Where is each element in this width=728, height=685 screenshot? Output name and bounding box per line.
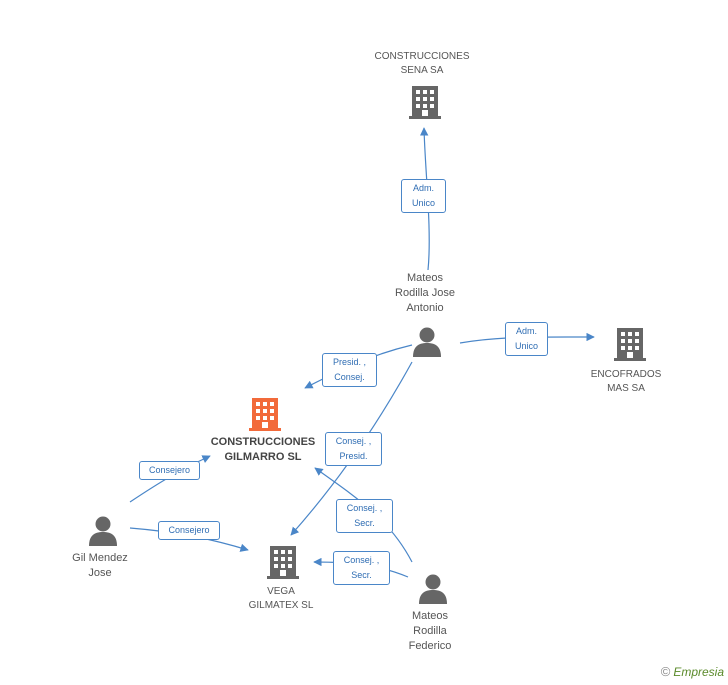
edge-label-presid-consej-gilmarro[interactable]: Presid. , Consej. bbox=[322, 353, 377, 387]
edge-label-consej-secr-vega[interactable]: Consej. , Secr. bbox=[333, 551, 390, 585]
edge-label-consej-secr-gilmarro[interactable]: Consej. , Secr. bbox=[336, 499, 393, 533]
mateos-jose-antonio-label[interactable]: Mateos Rodilla Jose Antonio bbox=[395, 272, 455, 314]
edge-label-adm-unico-encofrados[interactable]: Adm. Unico bbox=[505, 322, 548, 356]
encofrados-building-icon[interactable] bbox=[614, 328, 646, 361]
edge-label-consejero-gilmarro[interactable]: Consejero bbox=[139, 461, 200, 480]
vega-label[interactable]: VEGA GILMATEX SL bbox=[248, 586, 314, 611]
edge-label-adm-unico-sena[interactable]: Adm. Unico bbox=[401, 179, 446, 213]
mateos-federico-label[interactable]: Mateos Rodilla Federico bbox=[408, 610, 452, 652]
gilmarro-label[interactable]: CONSTRUCCIONES GILMARRO SL bbox=[210, 436, 316, 463]
mateos-jose-antonio-person-icon[interactable] bbox=[413, 327, 441, 358]
sena-building-icon[interactable] bbox=[409, 86, 441, 119]
mateos-federico-person-icon[interactable] bbox=[419, 574, 447, 605]
gilmarro-building-icon[interactable] bbox=[249, 398, 281, 431]
vega-building-icon[interactable] bbox=[267, 546, 299, 579]
brand-logo: Empresia bbox=[673, 665, 724, 679]
edge-label-consej-presid-vega[interactable]: Consej. , Presid. bbox=[325, 432, 382, 466]
sena-label[interactable]: CONSTRUCCIONES SENA SA bbox=[374, 51, 470, 76]
footer-brand: ©Empresia bbox=[661, 664, 724, 679]
encofrados-label[interactable]: ENCOFRADOS MAS SA bbox=[590, 369, 662, 394]
edge-label-consejero-vega[interactable]: Consejero bbox=[158, 521, 220, 540]
copyright-symbol: © bbox=[660, 664, 671, 679]
gil-mendez-person-icon[interactable] bbox=[89, 516, 117, 547]
gil-mendez-label[interactable]: Gil Mendez Jose bbox=[72, 552, 128, 579]
